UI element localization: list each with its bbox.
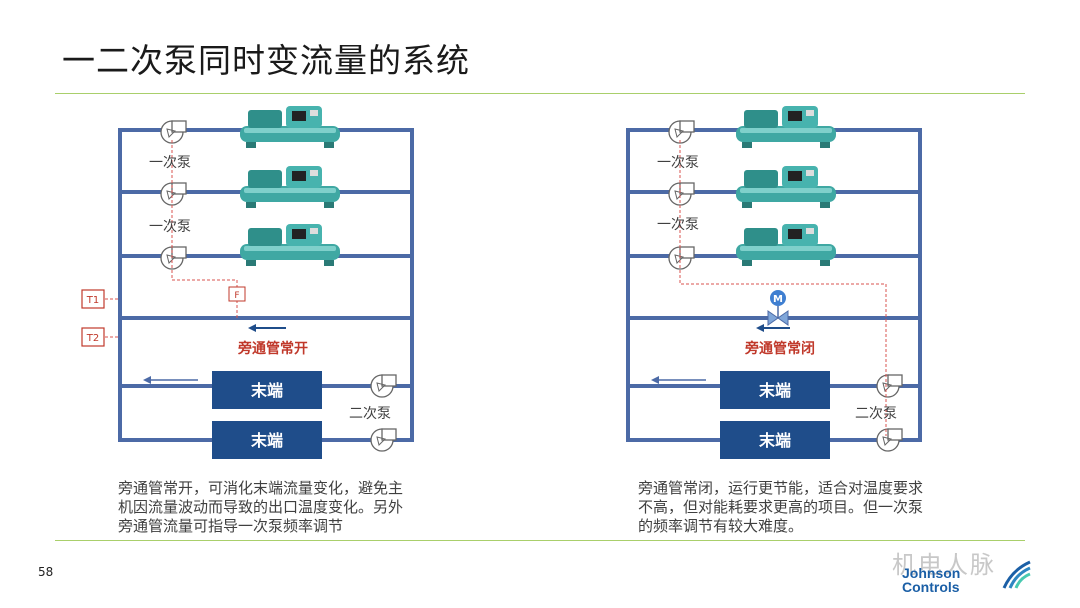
left-secondary-pump-2 <box>370 428 397 452</box>
left-flow-meter-label: F <box>234 291 239 301</box>
right-chiller-1 <box>736 106 836 148</box>
left-caption: 旁通管常开，可消化末端流量变化，避免主机因流量波动而导致的出口温度变化。另外旁通… <box>118 479 404 535</box>
left-diagram: T1 T2 F 一次泵 一次泵 旁通管常开 末端 末端 二次泵 <box>81 106 414 459</box>
left-chiller-3 <box>240 224 340 266</box>
right-primary-pump-label-2: 一次泵 <box>657 217 699 233</box>
left-bypass-arrow <box>248 324 286 332</box>
left-bypass-label: 旁通管常开 <box>237 340 308 357</box>
left-terminal-1-label: 末端 <box>251 381 283 400</box>
right-primary-pump-2 <box>668 182 695 206</box>
right-valve-motor-label: M <box>773 294 783 305</box>
right-terminal-2 <box>720 421 830 459</box>
brand-line-1: Johnson <box>902 565 961 581</box>
right-secondary-pump-1 <box>876 374 903 398</box>
right-secondary-pump-2 <box>876 428 903 452</box>
left-chiller-1 <box>240 106 340 148</box>
right-chiller-2 <box>736 166 836 208</box>
right-primary-pump-3 <box>668 246 695 270</box>
left-control-lines <box>105 140 238 338</box>
right-diagram: M 一次泵 一次泵 旁通管常闭 末端 末端 二次泵 <box>626 106 922 459</box>
left-t1-label: T1 <box>86 295 99 306</box>
left-primary-pump-label-2: 一次泵 <box>149 219 191 235</box>
right-terminal-1 <box>720 371 830 409</box>
left-terminal-2-label: 末端 <box>251 431 283 450</box>
left-return-arrow <box>143 376 198 384</box>
right-primary-pump-1 <box>668 120 695 144</box>
page-title: 一二次泵同时变流量的系统 <box>62 41 470 80</box>
brand-line-2: Controls <box>902 579 960 595</box>
left-t2-label: T2 <box>86 333 99 344</box>
right-caption: 旁通管常闭，运行更节能，适合对温度要求不高，但对能耗要求更高的项目。但一次泵的频… <box>638 479 924 535</box>
left-terminal-2 <box>212 421 322 459</box>
title-divider <box>55 93 1025 94</box>
right-bypass-label: 旁通管常闭 <box>744 340 815 357</box>
brand-logo: Johnson Controls <box>902 566 960 594</box>
right-return-arrow <box>651 376 706 384</box>
right-bypass-arrow <box>756 324 790 332</box>
brand-mark-icon <box>1002 560 1031 589</box>
left-secondary-pump-1 <box>370 374 397 398</box>
right-terminal-2-label: 末端 <box>759 431 791 450</box>
left-primary-pump-3 <box>160 246 187 270</box>
right-terminal-1-label: 末端 <box>759 381 791 400</box>
right-bypass-valve <box>767 290 789 326</box>
left-primary-pump-label-1: 一次泵 <box>149 155 191 171</box>
left-chiller-2 <box>240 166 340 208</box>
bottom-divider <box>55 540 1025 541</box>
left-t1-sensor <box>81 289 105 309</box>
watermark: 机电人脉 <box>892 551 996 579</box>
right-control-lines <box>679 140 887 436</box>
page-number: 58 <box>38 565 54 579</box>
left-flow-meter <box>228 286 246 302</box>
left-terminal-1 <box>212 371 322 409</box>
left-primary-pump-2 <box>160 182 187 206</box>
right-chiller-3 <box>736 224 836 266</box>
left-primary-pump-1 <box>160 120 187 144</box>
left-secondary-pump-label: 二次泵 <box>349 406 391 422</box>
left-t2-sensor <box>81 327 105 347</box>
right-primary-pump-label-1: 一次泵 <box>657 155 699 171</box>
right-secondary-pump-label: 二次泵 <box>855 406 897 422</box>
